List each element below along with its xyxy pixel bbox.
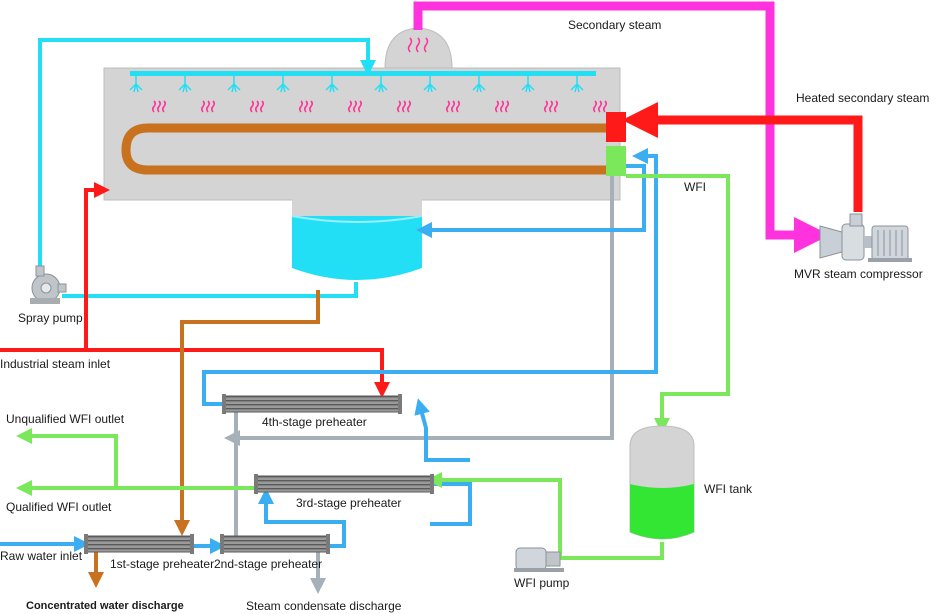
vapor-icon	[308, 100, 314, 113]
vapor-icon	[548, 100, 554, 113]
spray-nozzle-icon	[570, 76, 584, 93]
steam-inlet-chamber	[606, 112, 626, 142]
qualified-wfi-outlet-label: Qualified WFI outlet	[6, 500, 112, 514]
vapor-icon	[151, 100, 157, 113]
vapor-icon	[445, 100, 451, 113]
heated-secondary-steam-line	[622, 102, 863, 212]
evaporator-sump	[291, 215, 423, 280]
preheater-2-label: 2nd-stage preheater	[214, 557, 323, 571]
wfi-pump-icon	[514, 547, 564, 572]
raw-water-3-to-4	[414, 398, 470, 462]
raw-water-to-sump	[416, 164, 646, 238]
vapor-icon	[450, 100, 456, 113]
concentrated-water-discharge-label: Concentrated water discharge	[26, 600, 184, 612]
preheater-3	[254, 474, 434, 494]
vapor-icon	[254, 100, 260, 113]
preheater-2	[220, 534, 330, 554]
wfi-to-tank-line	[626, 174, 730, 434]
spray-nozzle-icon	[129, 76, 143, 93]
vapor-icon	[401, 100, 407, 113]
vapor-icon	[259, 100, 265, 113]
raw-water-4-to-evaporator	[202, 148, 658, 406]
vapor-icon	[396, 100, 402, 113]
preheater-3-label: 3rd-stage preheater	[296, 496, 402, 510]
preheater-1-label: 1st-stage preheater	[110, 557, 215, 571]
wfi-tank-label: WFI tank	[704, 482, 753, 496]
condensate-chamber	[606, 146, 626, 176]
preheater-1	[84, 534, 194, 554]
mvr-compressor-icon	[819, 213, 912, 262]
vapor-icon	[298, 100, 304, 113]
vapor-icon	[494, 100, 500, 113]
spray-nozzle-icon	[276, 76, 290, 93]
heated-secondary-steam-label: Heated secondary steam	[796, 91, 930, 105]
vapor-icon	[249, 100, 255, 113]
vapor-icon	[406, 100, 412, 113]
vapor-icon	[499, 100, 505, 113]
vapor-icon	[303, 100, 309, 113]
unqualified-wfi-outlet-label: Unqualified WFI outlet	[6, 412, 125, 426]
secondary-steam-label: Secondary steam	[568, 18, 662, 32]
spray-nozzle-icon	[521, 76, 535, 93]
spray-pump-label: Spray pump	[18, 311, 83, 325]
vapor-icon	[200, 100, 206, 113]
vapor-dome	[384, 27, 453, 69]
vapor-icon	[205, 100, 211, 113]
vapor-icon	[597, 100, 603, 113]
preheater-4	[222, 394, 402, 414]
industrial-steam-inlet-label: Industrial steam inlet	[0, 357, 111, 371]
wfi-label: WFI	[684, 180, 706, 194]
industrial-steam-line	[0, 348, 390, 398]
vapor-icon	[210, 100, 216, 113]
spray-nozzle-icon	[227, 76, 241, 93]
raw-water-3-loop	[430, 482, 472, 526]
raw-water-inlet-label: Raw water inlet	[0, 549, 83, 563]
raw-water-2-to-3	[258, 488, 346, 548]
wfi-tank-icon	[629, 425, 695, 540]
steam-vapor-icon	[407, 37, 429, 53]
vapor-icon	[347, 100, 353, 113]
spray-feed-line	[38, 38, 376, 270]
vapor-icon	[504, 100, 510, 113]
spray-suction-line	[62, 282, 358, 298]
vapor-icon	[553, 100, 559, 113]
evaporator-vessel	[103, 27, 621, 218]
vapor-icon	[602, 100, 608, 113]
steam-condensate-discharge-label: Steam condensate discharge	[246, 599, 402, 613]
spray-nozzle-icon	[325, 76, 339, 93]
vapor-icon	[592, 100, 598, 113]
spray-nozzle-icon	[178, 76, 192, 93]
wfi-pump-label: WFI pump	[514, 576, 570, 590]
spray-nozzle-icon	[423, 76, 437, 93]
industrial-steam-to-evaporator	[84, 182, 110, 350]
evaporation-vapor-icons	[151, 100, 608, 113]
spray-nozzle-icon	[472, 76, 486, 93]
unqualified-wfi-outlet-line	[16, 428, 118, 488]
preheater-4-label: 4th-stage preheater	[262, 415, 367, 429]
vapor-icon	[156, 100, 162, 113]
vapor-icon	[357, 100, 363, 113]
mvr-compressor-label: MVR steam compressor	[794, 267, 923, 281]
vapor-icon	[161, 100, 167, 113]
concentrate-line	[174, 290, 320, 536]
spray-pump-icon	[30, 265, 67, 304]
vapor-icon	[543, 100, 549, 113]
vapor-icon	[455, 100, 461, 113]
secondary-steam-line	[413, 1, 830, 253]
heating-coil	[121, 123, 608, 175]
spray-nozzle-icon	[374, 76, 388, 93]
vapor-icon	[352, 100, 358, 113]
